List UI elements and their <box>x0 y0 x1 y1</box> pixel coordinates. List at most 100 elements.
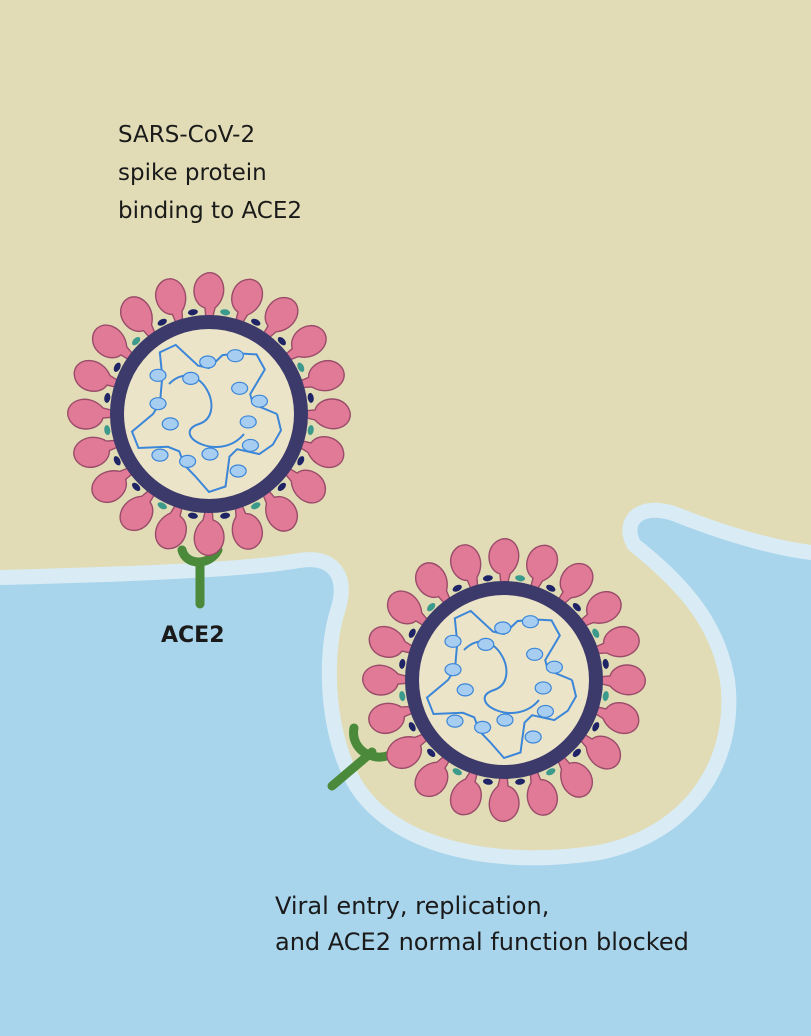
spike-protein <box>193 272 225 321</box>
envelope-protein <box>157 502 167 510</box>
nucleocapsid <box>231 381 249 395</box>
envelope-protein <box>546 768 556 776</box>
nucleocapsid <box>456 683 474 697</box>
spike-protein <box>555 753 594 798</box>
envelope-protein <box>132 482 141 491</box>
spike-protein <box>368 702 417 735</box>
nucleocapsid <box>250 394 268 408</box>
spike-protein <box>154 278 187 327</box>
virus-particle-bound <box>67 272 351 556</box>
spike-protein <box>414 562 453 607</box>
envelope-protein <box>399 691 406 702</box>
caption-line: Viral entry, replication, <box>275 892 550 920</box>
cell-cytoplasm <box>0 517 811 1036</box>
envelope-protein <box>277 482 286 491</box>
spike-protein <box>591 625 640 658</box>
nucleocapsid <box>226 349 244 363</box>
ace2-label: ACE2 <box>161 623 225 648</box>
envelope-protein <box>452 768 462 776</box>
nucleocapsid <box>182 371 200 385</box>
envelope-protein <box>592 722 600 732</box>
nucleocapsid <box>201 447 219 461</box>
envelope-protein <box>515 778 526 785</box>
envelope-protein <box>187 512 198 519</box>
nucleocapsid <box>151 448 169 462</box>
envelope-protein <box>113 456 121 466</box>
spike-protein <box>67 398 116 430</box>
nucleocapsid <box>149 397 167 411</box>
envelope-protein <box>482 575 493 582</box>
diagram-title: SARS-CoV-2 spike protein binding to ACE2 <box>118 116 302 230</box>
envelope-protein <box>220 512 231 519</box>
spike-protein <box>119 296 158 341</box>
nucleocapsid <box>446 714 464 728</box>
envelope-protein <box>546 584 556 592</box>
envelope-protein <box>297 456 305 466</box>
envelope-protein <box>113 362 121 372</box>
envelope-protein <box>132 337 141 346</box>
spike-protein <box>282 324 327 363</box>
spike-protein <box>260 487 299 532</box>
spike-protein <box>449 767 482 816</box>
nucleocapsid <box>178 454 197 468</box>
nucleocapsid <box>229 464 247 478</box>
spike-protein <box>73 436 122 469</box>
nucleocapsid <box>239 415 257 429</box>
title-line: binding to ACE2 <box>118 198 302 224</box>
nucleocapsid <box>241 438 260 453</box>
envelope-protein <box>482 778 493 785</box>
spike-protein <box>368 625 417 658</box>
envelope-protein <box>251 318 261 326</box>
envelope-protein <box>399 658 406 669</box>
envelope-protein <box>452 584 462 592</box>
nucleocapsid <box>524 730 542 744</box>
spike-protein <box>555 562 594 607</box>
spike-protein <box>597 664 646 696</box>
envelope-protein <box>592 628 600 638</box>
spike-protein <box>73 359 122 392</box>
envelope-protein <box>297 362 305 372</box>
spike-protein <box>414 753 453 798</box>
envelope-protein <box>104 392 111 403</box>
spike-protein <box>526 544 559 593</box>
nucleocapsid <box>526 647 544 661</box>
envelope-protein <box>157 318 167 326</box>
nucleocapsid <box>161 417 179 431</box>
spike-protein <box>302 398 351 430</box>
spike-protein <box>260 296 299 341</box>
envelope-protein <box>602 691 609 702</box>
virus-particle-entering <box>362 538 646 822</box>
spike-protein <box>296 359 345 392</box>
envelope-protein <box>572 748 581 757</box>
spike-protein <box>231 278 264 327</box>
spike-protein <box>296 436 345 469</box>
spike-protein <box>91 324 136 363</box>
spike-protein <box>119 487 158 532</box>
spike-protein <box>386 731 431 770</box>
envelope-protein <box>220 309 231 316</box>
envelope-protein <box>104 425 111 436</box>
spike-protein <box>591 702 640 735</box>
nucleocapsid <box>534 681 552 695</box>
envelope-protein <box>307 425 314 436</box>
envelope-protein <box>251 502 261 510</box>
nucleocapsid <box>477 637 495 651</box>
envelope-protein <box>307 392 314 403</box>
nucleocapsid <box>199 355 217 369</box>
title-line: SARS-CoV-2 <box>118 122 256 148</box>
spike-protein <box>91 465 136 504</box>
nucleocapsid <box>545 660 563 674</box>
nucleocapsid <box>444 634 462 648</box>
nucleocapsid <box>149 368 167 382</box>
envelope-protein <box>187 309 198 316</box>
spike-protein <box>362 664 411 696</box>
caption-line: and ACE2 normal function blocked <box>275 928 689 956</box>
nucleocapsid <box>444 663 462 677</box>
nucleocapsid <box>496 713 514 727</box>
spike-protein <box>577 590 622 629</box>
nucleocapsid <box>536 704 555 719</box>
spike-protein <box>577 731 622 770</box>
spike-protein <box>154 501 187 550</box>
envelope-protein <box>408 628 416 638</box>
